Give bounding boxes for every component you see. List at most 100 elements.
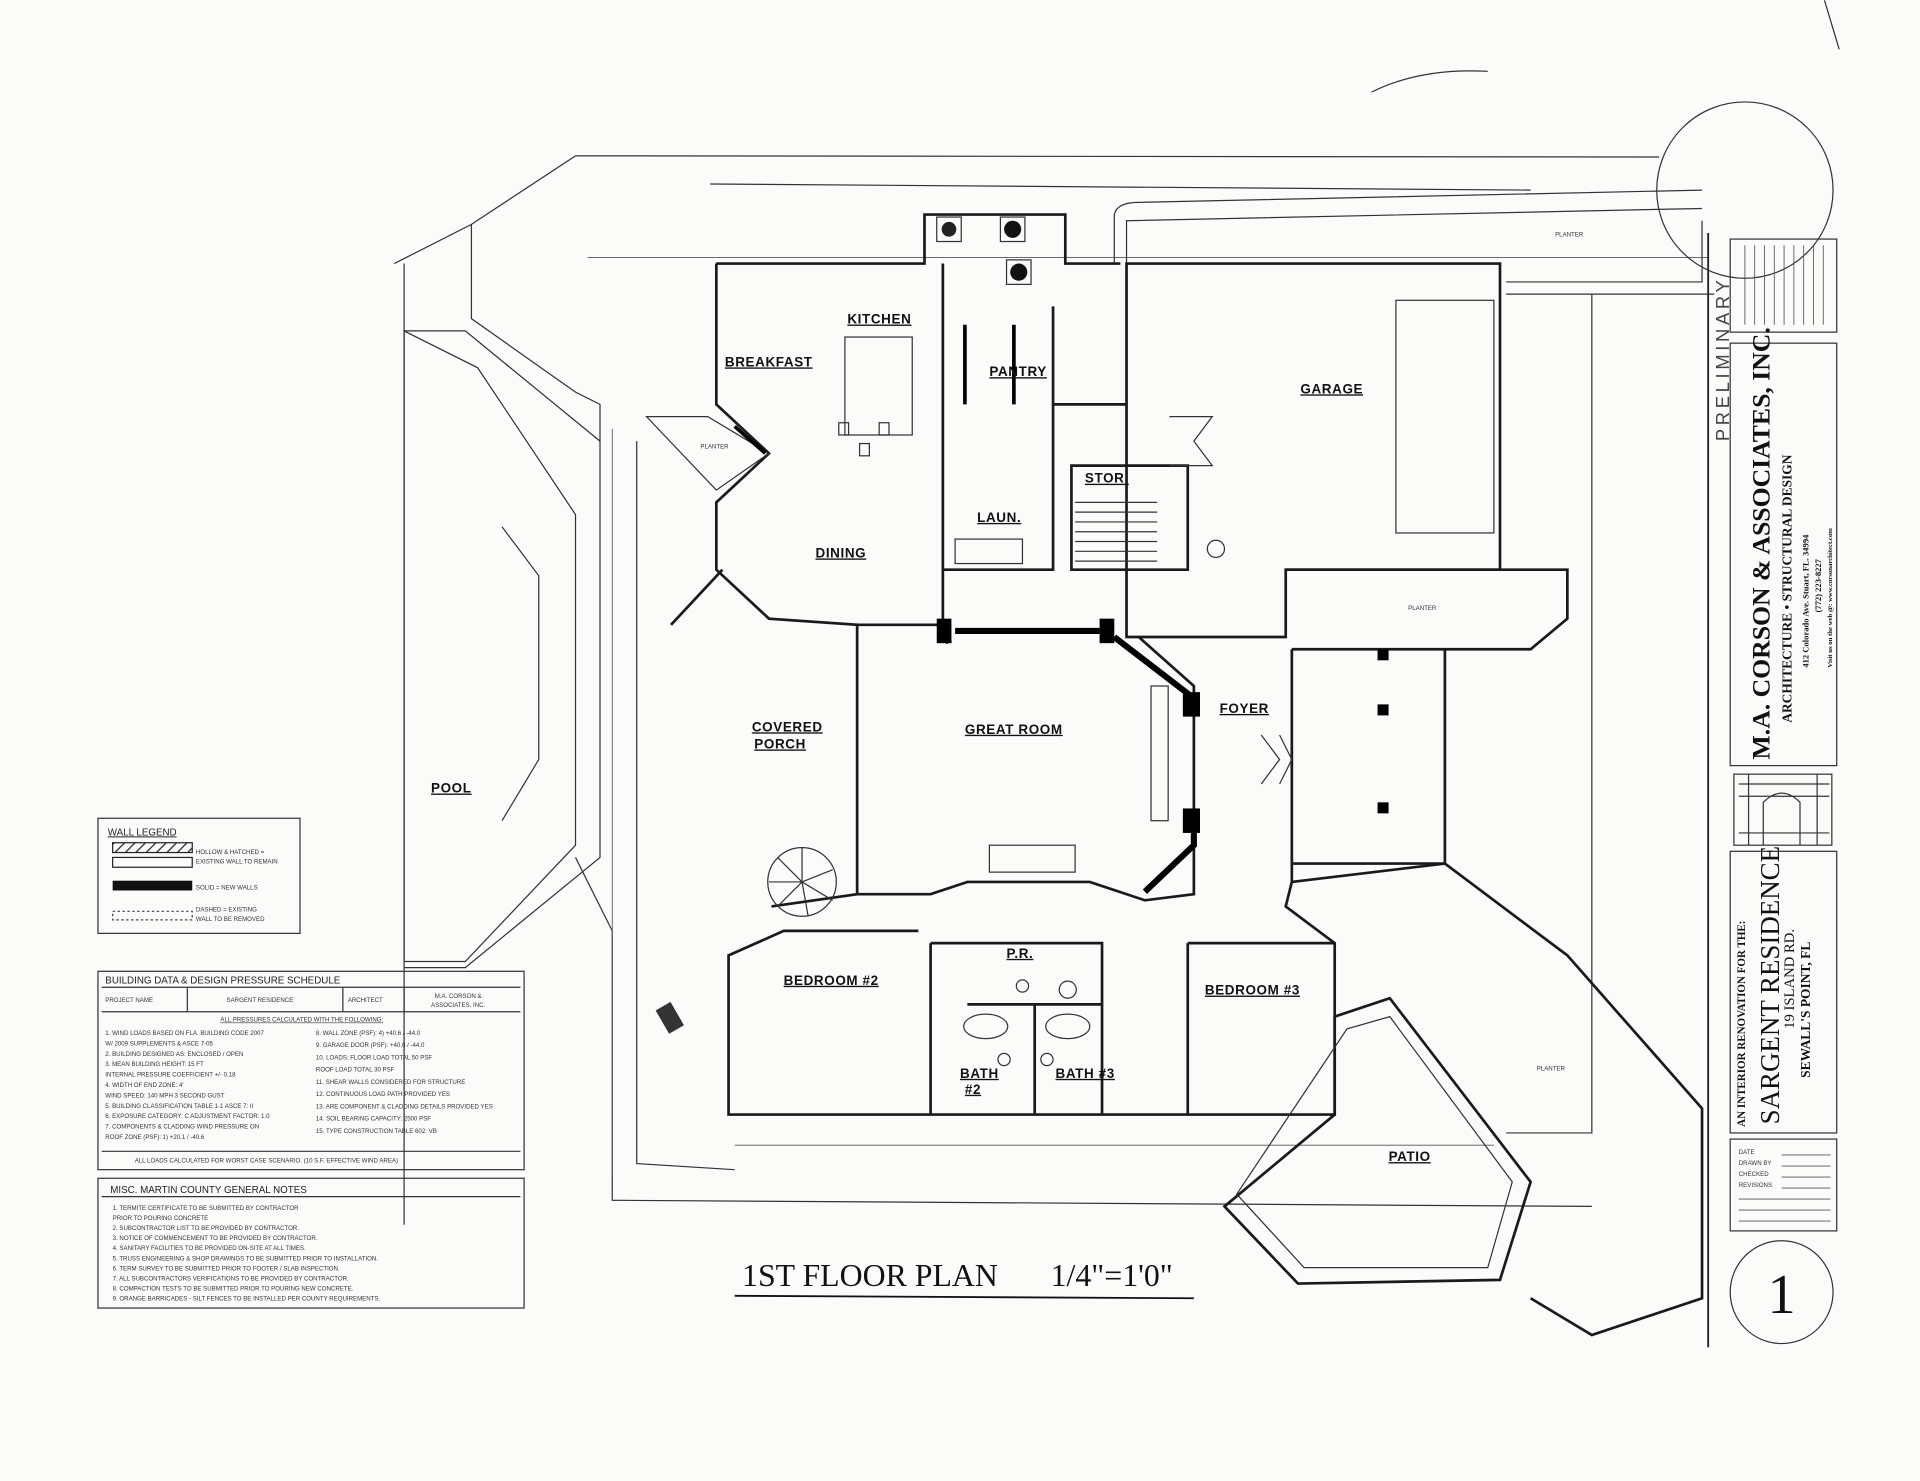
note-line: 7. COMPONENTS & CLADDING WIND PRESSURE O… bbox=[105, 1124, 259, 1131]
room-label-dining: DINING bbox=[816, 545, 867, 560]
note-line: 4. SANITARY FACILITIES TO BE PROVIDED ON… bbox=[113, 1245, 306, 1252]
legend-existing-2: EXISTING WALL TO REMAIN bbox=[196, 859, 278, 866]
date-label: DATE bbox=[1739, 1149, 1755, 1156]
note-line: 14. SOIL BEARING CAPACITY: 2500 PSF bbox=[316, 1116, 431, 1123]
note-line: 2. BUILDING DESIGNED AS: ENCLOSED / OPEN bbox=[105, 1051, 243, 1058]
architect-value-1: M.A. CORSON & bbox=[435, 993, 482, 1000]
site-lines bbox=[394, 101, 1834, 1225]
note-line: 11. SHEAR WALLS CONSIDERED FOR STRUCTURE bbox=[316, 1079, 465, 1086]
drawing-title: 1ST FLOOR PLAN 1/4"=1'0" bbox=[734, 1258, 1194, 1300]
note-line: 12. CONTINUOUS LOAD PATH PROVIDED YES bbox=[316, 1091, 450, 1098]
room-label-laundry: LAUN. bbox=[977, 510, 1021, 525]
note-line: 13. ARE COMPONENT & CLADDING DETAILS PRO… bbox=[316, 1103, 493, 1110]
architect-value-2: ASSOCIATES, INC. bbox=[431, 1002, 486, 1009]
legend-existing-1: HOLLOW & HATCHED = bbox=[196, 849, 265, 856]
drawing-title-text: 1ST FLOOR PLAN bbox=[742, 1258, 998, 1293]
note-line: INTERNAL PRESSURE COEFFICIENT +/- 0.18 bbox=[105, 1072, 236, 1079]
project-name: SARGENT RESIDENCE bbox=[1755, 846, 1785, 1124]
title-block: M.A. CORSON & ASSOCIATES, INC. ARCHITECT… bbox=[1707, 232, 1838, 1348]
firm-name: M.A. CORSON & ASSOCIATES, INC. bbox=[1746, 327, 1775, 759]
house-walls bbox=[645, 213, 1704, 1337]
project-city: SEWALL'S POINT, FL bbox=[1798, 942, 1813, 1078]
note-line: 9. ORANGE BARRICADES - SILT FENCES TO BE… bbox=[113, 1295, 381, 1302]
room-label-covered: COVERED bbox=[752, 719, 823, 734]
note-line: 3. MEAN BUILDING HEIGHT: 15 FT bbox=[105, 1061, 204, 1068]
planter-label: PLANTER bbox=[1555, 232, 1584, 239]
note-line: PRIOR TO POURING CONCRETE bbox=[113, 1215, 209, 1222]
room-label-great-room: GREAT ROOM bbox=[965, 722, 1063, 737]
note-line: ROOF LOAD TOTAL 30 PSF bbox=[316, 1067, 395, 1074]
firm-website: Visit us on the web @: www.corsonarchite… bbox=[1827, 528, 1834, 668]
legend-removed-2: WALL TO BE REMOVED bbox=[196, 916, 265, 923]
firm-services: ARCHITECTURE • STRUCTURAL DESIGN bbox=[1779, 454, 1794, 723]
stove-icon bbox=[999, 216, 1026, 243]
note-line: 2. SUBCONTRACTOR LIST TO BE PROVIDED BY … bbox=[113, 1225, 300, 1232]
pool-outline bbox=[403, 329, 577, 963]
note-line: 10. LOADS: FLOOR LOAD TOTAL 50 PSF bbox=[316, 1054, 433, 1061]
room-label-bath-3: BATH #3 bbox=[1056, 1066, 1115, 1081]
room-label-storage: STOR. bbox=[1085, 471, 1129, 486]
room-label-kitchen: KITCHEN bbox=[847, 312, 911, 327]
planter-label: PLANTER bbox=[700, 443, 729, 450]
room-label-pool: POOL bbox=[431, 781, 472, 796]
note-line: 5. BUILDING CLASSIFICATION TABLE 1-1 ASC… bbox=[105, 1103, 253, 1110]
room-label-foyer: FOYER bbox=[1220, 701, 1269, 716]
room-label-bedroom-3: BEDROOM #3 bbox=[1205, 983, 1300, 998]
room-label-powder-room: P.R. bbox=[1007, 946, 1034, 961]
note-line: 3. NOTICE OF COMMENCEMENT TO BE PROVIDED… bbox=[113, 1235, 318, 1242]
architect-label: ARCHITECT bbox=[348, 997, 383, 1004]
project-street: 19 ISLAND RD. bbox=[1782, 929, 1798, 1029]
note-line: 1. TERMITE CERTIFICATE TO BE SUBMITTED B… bbox=[113, 1205, 299, 1212]
planter-label: PLANTER bbox=[1537, 1066, 1566, 1073]
drawn-by-label: DRAWN BY bbox=[1739, 1160, 1772, 1167]
fixtures bbox=[655, 216, 1495, 1067]
room-label-porch: PORCH bbox=[754, 736, 806, 751]
room-label-bath-2-num: #2 bbox=[965, 1082, 981, 1097]
room-label-bath-2: BATH bbox=[960, 1066, 999, 1081]
general-notes: MISC. MARTIN COUNTY GENERAL NOTES 1. TER… bbox=[97, 1177, 525, 1309]
stair-icon bbox=[1075, 501, 1158, 562]
wall-legend: WALL LEGEND HOLLOW & HATCHED = EXISTING … bbox=[97, 817, 301, 934]
room-label-pantry: PANTRY bbox=[989, 364, 1046, 379]
note-line: 7. ALL SUBCONTRACTORS VERIFICATIONS TO B… bbox=[113, 1275, 349, 1282]
note-line: 5. TRUSS ENGINEERING & SHOP DRAWINGS TO … bbox=[113, 1255, 379, 1262]
note-line: ROOF ZONE (PSF): 1) +20.1 / -40.6 bbox=[105, 1134, 205, 1141]
legend-removed-1: DASHED = EXISTING bbox=[196, 906, 257, 913]
note-line: 4. WIDTH OF END ZONE: 4' bbox=[105, 1082, 183, 1089]
room-label-patio: PATIO bbox=[1389, 1149, 1431, 1164]
note-line: WIND SPEED: 140 MPH 3 SECOND GUST bbox=[105, 1092, 224, 1099]
room-label-breakfast: BREAKFAST bbox=[725, 354, 813, 369]
legend-new: SOLID = NEW WALLS bbox=[196, 884, 258, 891]
firm-phone: (772) 223-8227 bbox=[1813, 558, 1823, 612]
note-line: W/ 2009 SUPPLEMENTS & ASCE 7-05 bbox=[105, 1040, 213, 1047]
note-line: 15. TYPE CONSTRUCTION TABLE 602: VB bbox=[316, 1128, 437, 1135]
project-intro: AN INTERIOR RENOVATION FOR THE: bbox=[1736, 921, 1748, 1127]
project-name-value: SARGENT RESIDENCE bbox=[227, 997, 294, 1004]
drawing-scale: 1/4"=1'0" bbox=[1051, 1258, 1173, 1293]
note-line: 6. TERM SURVEY TO BE SUBMITTED PRIOR TO … bbox=[113, 1265, 340, 1272]
firm-address: 412 Colorado Ave. Stuart, FL. 34994 bbox=[1801, 534, 1811, 668]
general-notes-title: MISC. MARTIN COUNTY GENERAL NOTES bbox=[110, 1185, 307, 1196]
preliminary-stamp: PRELIMINARY bbox=[1712, 277, 1733, 442]
note-line: 8. WALL ZONE (PSF): 4) +40.6 / -44.0 bbox=[316, 1030, 421, 1037]
room-label-bedroom-2: BEDROOM #2 bbox=[784, 973, 879, 988]
patio-outline bbox=[1222, 996, 1533, 1285]
elevation-logo bbox=[1733, 773, 1833, 846]
checked-label: CHECKED bbox=[1739, 1171, 1769, 1178]
note-line: 1. WIND LOADS BASED ON FLA. BUILDING COD… bbox=[105, 1030, 264, 1037]
project-name-label: PROJECT NAME bbox=[105, 997, 153, 1004]
new-walls bbox=[733, 324, 1389, 894]
building-data-table: BUILDING DATA & DESIGN PRESSURE SCHEDULE… bbox=[97, 970, 525, 1171]
sheet-number: 1 bbox=[1768, 1264, 1796, 1326]
stove-icon bbox=[1005, 259, 1032, 285]
pressures-subtitle: ALL PRESSURES CALCULATED WITH THE FOLLOW… bbox=[220, 1017, 383, 1024]
note-line: 8. COMPACTION TESTS TO BE SUBMITTED PRIO… bbox=[113, 1285, 354, 1292]
stove-icon bbox=[936, 216, 962, 243]
note-line: 9. GARAGE DOOR (PSF): +40.0 / -44.0 bbox=[316, 1042, 425, 1049]
room-label-garage: GARAGE bbox=[1300, 381, 1363, 396]
legend-title: WALL LEGEND bbox=[108, 827, 177, 838]
revisions-label: REVISIONS bbox=[1739, 1182, 1772, 1189]
planter-label: PLANTER bbox=[1408, 605, 1437, 612]
building-data-title: BUILDING DATA & DESIGN PRESSURE SCHEDULE bbox=[105, 976, 340, 987]
